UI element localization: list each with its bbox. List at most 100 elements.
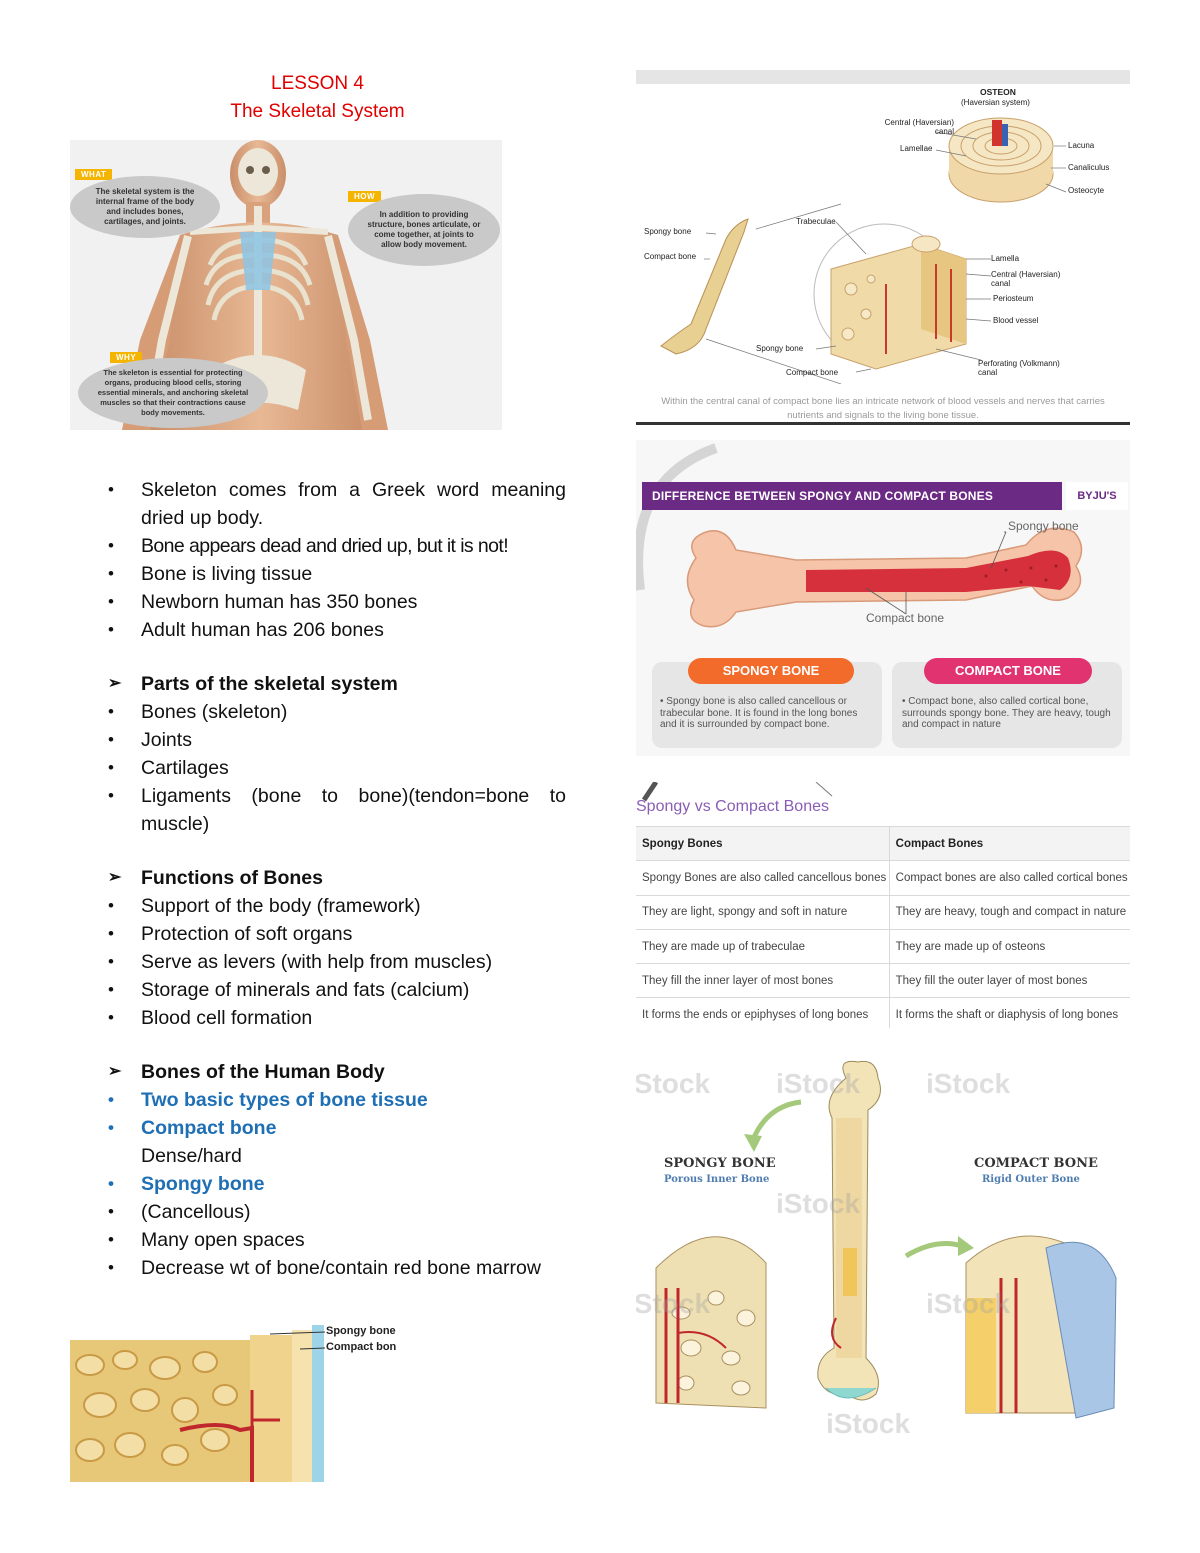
table-cell: They are light, spongy and soft in natur… — [636, 894, 890, 930]
list-item: Joints — [108, 726, 566, 754]
table-cell: They fill the outer layer of most bones — [888, 963, 1130, 998]
functions-heading: Functions of Bones — [108, 864, 566, 892]
list-item: Spongy bone — [108, 1170, 566, 1198]
compact-pill: COMPACT BONE — [924, 658, 1092, 684]
spacer — [108, 1032, 566, 1058]
list-item: Protection of soft organs — [108, 920, 566, 948]
list-item: Ligaments (bone to bone)(tendon=bone to … — [108, 782, 566, 838]
table-cell: They are made up of trabeculae — [636, 928, 890, 964]
list-item: Blood cell formation — [108, 1004, 566, 1032]
table-cell: Compact bones are also called cortical b… — [888, 860, 1130, 896]
watermark: iStock — [636, 1068, 711, 1099]
why-bubble: The skeleton is essential for protecting… — [78, 358, 268, 428]
table-decoration — [641, 782, 833, 802]
table-cell: It forms the ends or epiphyses of long b… — [636, 997, 890, 1028]
list-item: Newborn human has 350 bones — [108, 588, 566, 616]
list-item: Adult human has 206 bones — [108, 616, 566, 644]
list-item: Storage of minerals and fats (calcium) — [108, 976, 566, 1004]
spongy-bone-label: Spongy bone — [644, 227, 692, 236]
osteon-figure: OSTEON (Haversian system) Central (Haver… — [636, 70, 1130, 425]
what-tag: WHAT — [75, 169, 113, 180]
how-bubble: In addition to providing structure, bone… — [348, 194, 500, 266]
istock-figure: iStock iStock iStock iStock iStock iStoc… — [636, 1058, 1130, 1444]
list-item: Skeleton comes from a Greek word meaning… — [108, 476, 566, 532]
lacuna-label: Lacuna — [1068, 141, 1095, 150]
watermark: iStock — [826, 1408, 911, 1439]
trabeculae-label: Trabeculae — [796, 217, 836, 226]
table-title: Spongy vs Compact Bones — [636, 798, 829, 815]
table-row: They fill the inner layer of most bones … — [636, 963, 1130, 998]
spongy-pill: SPONGY BONE — [688, 658, 854, 684]
how-tag: HOW — [348, 191, 382, 202]
comparison-table-figure: Spongy vs Compact Bones Spongy Bones Com… — [636, 782, 1130, 1028]
header-cell: Compact Bones — [888, 825, 1130, 861]
spongy-card-text: • Spongy bone is also called cancellous … — [660, 696, 858, 730]
table-cell: They are heavy, tough and compact in nat… — [888, 894, 1130, 930]
central-canal-label: Central (Haversian) canal — [884, 118, 954, 136]
byjus-logo: BYJU'S — [1066, 482, 1128, 510]
osteon-title: OSTEON — [980, 87, 1016, 97]
periosteum-label: Periosteum — [993, 294, 1034, 303]
compact-bone-label-2: Compact bone — [786, 368, 839, 377]
osteon-illustration — [660, 117, 1067, 384]
why-tag: WHY — [110, 352, 143, 363]
spacer — [108, 838, 566, 864]
list-item: Serve as levers (with help from muscles) — [108, 948, 566, 976]
lamellae-label: Lamellae — [900, 144, 933, 153]
blood-vessel-label: Blood vessel — [993, 316, 1039, 325]
table-cell: It forms the shaft or diaphysis of long … — [888, 997, 1130, 1028]
parts-heading: Parts of the skeletal system — [108, 670, 566, 698]
istock-bone-illustration — [655, 1060, 1117, 1419]
watermark: iStock — [926, 1288, 1011, 1319]
table-cell: They fill the inner layer of most bones — [636, 963, 890, 998]
compact-bone-subtitle: Rigid Outer Bone — [982, 1174, 1080, 1185]
list-item: Compact bone — [108, 1114, 566, 1142]
byjus-figure: DIFFERENCE BETWEEN SPONGY AND COMPACT BO… — [636, 440, 1130, 756]
watermark: iStock — [776, 1068, 861, 1099]
compact-card-text: • Compact bone, also called cortical bon… — [902, 696, 1111, 730]
lesson-heading: LESSON 4 The Skeletal System — [70, 70, 565, 126]
table-cell: Spongy Bones are also called cancellous … — [636, 860, 890, 896]
list-item: Many open spaces — [108, 1226, 566, 1254]
compact-bone-label: Compact bone — [644, 252, 697, 261]
table-row: They are made up of trabeculae They are … — [636, 928, 1130, 964]
table-row: They are light, spongy and soft in natur… — [636, 894, 1130, 930]
comparison-table: Spongy Bones Compact Bones Spongy Bones … — [636, 825, 1130, 1028]
compact-bone-label: Compact bone — [866, 611, 945, 625]
intro-list: Skeleton comes from a Greek word meaning… — [108, 476, 566, 1282]
list-item: Decrease wt of bone/contain red bone mar… — [108, 1254, 566, 1282]
osteon-subtitle: (Haversian system) — [961, 98, 1030, 107]
osteocyte-label: Osteocyte — [1068, 186, 1105, 195]
perforating-canal-label: Perforating (Volkmann) canal — [978, 359, 1060, 377]
spongy-bone-label: Spongy bone — [1008, 519, 1079, 533]
watermark: iStock — [636, 1288, 711, 1319]
list-item: Cartilages — [108, 754, 566, 782]
spongy-bone-label-2: Spongy bone — [756, 344, 804, 353]
what-bubble: The skeletal system is the internal fram… — [70, 176, 220, 238]
bones-body-heading: Bones of the Human Body — [108, 1058, 566, 1086]
watermark: iStock — [776, 1188, 861, 1219]
watermark: iStock — [926, 1068, 1011, 1099]
byjus-banner: DIFFERENCE BETWEEN SPONGY AND COMPACT BO… — [642, 482, 1062, 510]
lamella-label: Lamella — [991, 254, 1020, 263]
bone-layers-figure: Spongy bone Compact bon — [70, 1320, 416, 1482]
list-item: Bone is living tissue — [108, 560, 566, 588]
list-item: Bones (skeleton) — [108, 698, 566, 726]
lesson-number: LESSON 4 — [271, 73, 364, 94]
list-item: Bone appears dead and dried up, but it i… — [108, 532, 566, 560]
canaliculus-label: Canaliculus — [1068, 163, 1110, 172]
compact-bone-title: COMPACT BONE — [974, 1156, 1098, 1171]
central-canal-label-2: Central (Haversian) canal — [991, 270, 1061, 288]
list-item: Support of the body (framework) — [108, 892, 566, 920]
table-cell: They are made up of osteons — [888, 928, 1130, 964]
compact-bone-label: Compact bon — [326, 1341, 397, 1353]
lesson-title: The Skeletal System — [230, 101, 405, 122]
spacer — [108, 644, 566, 670]
table-header-row: Spongy Bones Compact Bones — [636, 825, 1130, 861]
list-item: (Cancellous) — [108, 1198, 566, 1226]
spongy-bone-subtitle: Porous Inner Bone — [664, 1174, 770, 1185]
table-row: Spongy Bones are also called cancellous … — [636, 860, 1130, 896]
spongy-bone-title: SPONGY BONE — [664, 1156, 776, 1171]
header-cell: Spongy Bones — [636, 825, 890, 861]
list-item: Dense/hard — [141, 1145, 242, 1167]
